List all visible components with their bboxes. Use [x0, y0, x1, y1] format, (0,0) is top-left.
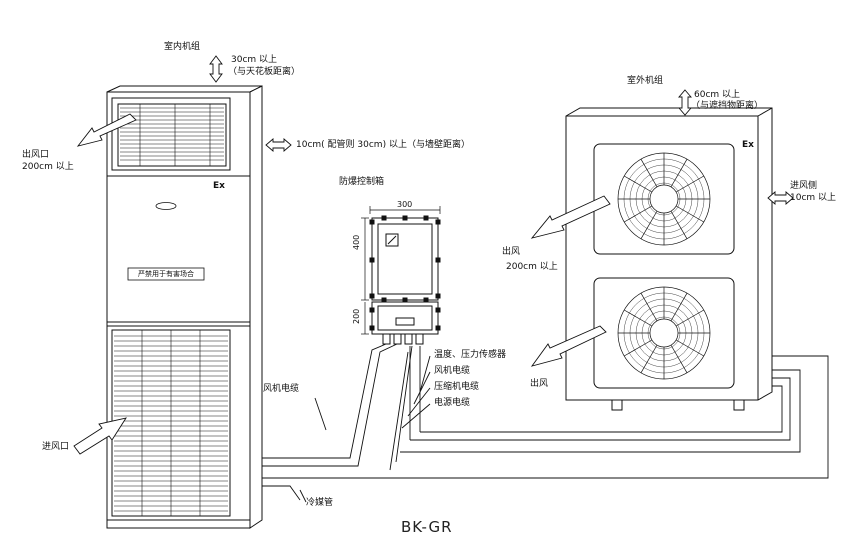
- control-box-title: 防爆控制箱: [339, 177, 385, 187]
- outdoor-upper-outlet-label: 出风: [502, 247, 521, 257]
- warning-plate-text: 严禁用于有害场合: [138, 270, 194, 278]
- cables-and-piping: [262, 343, 829, 503]
- power-cable-label: 电源电缆: [434, 398, 471, 408]
- indoor-side-clearance: 10cm( 配管则 30cm) 以上（与墙壁距离）: [296, 140, 470, 150]
- control-box-height-bottom: 200: [352, 308, 361, 324]
- indoor-outlet-label: 出风口: [22, 150, 50, 160]
- indoor-ex-mark: Ex: [213, 181, 225, 191]
- outdoor-upper-outlet-distance: 200cm 以上: [506, 262, 558, 272]
- indoor-inlet-label: 进风口: [42, 442, 70, 452]
- indoor-side-clearance-arrow: [265, 138, 292, 152]
- fan-cable-label: 风机电缆: [434, 366, 471, 376]
- outdoor-lower-fan: [617, 286, 711, 380]
- sensor-cable-label: 温度、压力传感器: [434, 350, 507, 360]
- fan-cable-left-label: 风机电缆: [263, 384, 300, 394]
- outdoor-upper-outlet-arrow: [530, 195, 611, 239]
- outdoor-upper-fan: [617, 152, 711, 246]
- compressor-cable-label: 压缩机电缆: [434, 382, 480, 392]
- outdoor-unit-title: 室外机组: [627, 76, 664, 86]
- control-box-height-top: 400: [352, 234, 361, 250]
- outdoor-lower-outlet-label: 出风: [530, 379, 549, 389]
- outdoor-top-clearance: 60cm 以上: [694, 90, 741, 100]
- outdoor-inlet-side-distance: 10cm 以上: [790, 193, 837, 203]
- control-box-width: 300: [397, 200, 413, 209]
- warning-plate: [127, 267, 205, 281]
- outdoor-inlet-side-label: 进风侧: [790, 181, 818, 191]
- outdoor-lower-outlet-arrow: [530, 325, 607, 367]
- outdoor-ex-mark: Ex: [742, 140, 754, 150]
- outdoor-top-clearance-note: （与遮挡物距离）: [691, 101, 764, 111]
- indoor-unit-title: 室内机组: [164, 42, 201, 52]
- indoor-outlet-grille: [111, 97, 231, 171]
- explosion-proof-control-box: [361, 206, 441, 345]
- outdoor-side-inlet-arrow: [767, 191, 794, 205]
- refrigerant-pipe-label: 冷媒管: [306, 498, 334, 508]
- indoor-top-clearance: 30cm 以上: [231, 55, 278, 65]
- indoor-outlet-arrow: [76, 113, 137, 147]
- indoor-inlet-arrow: [73, 417, 127, 455]
- indoor-top-clearance-arrow: [209, 55, 223, 83]
- outdoor-top-clearance-arrow: [678, 89, 692, 116]
- indoor-top-clearance-note: （与天花板距离）: [228, 67, 301, 77]
- indoor-logo: [155, 202, 177, 210]
- indoor-outlet-distance: 200cm 以上: [22, 162, 74, 172]
- model-label: BK-GR: [401, 518, 453, 536]
